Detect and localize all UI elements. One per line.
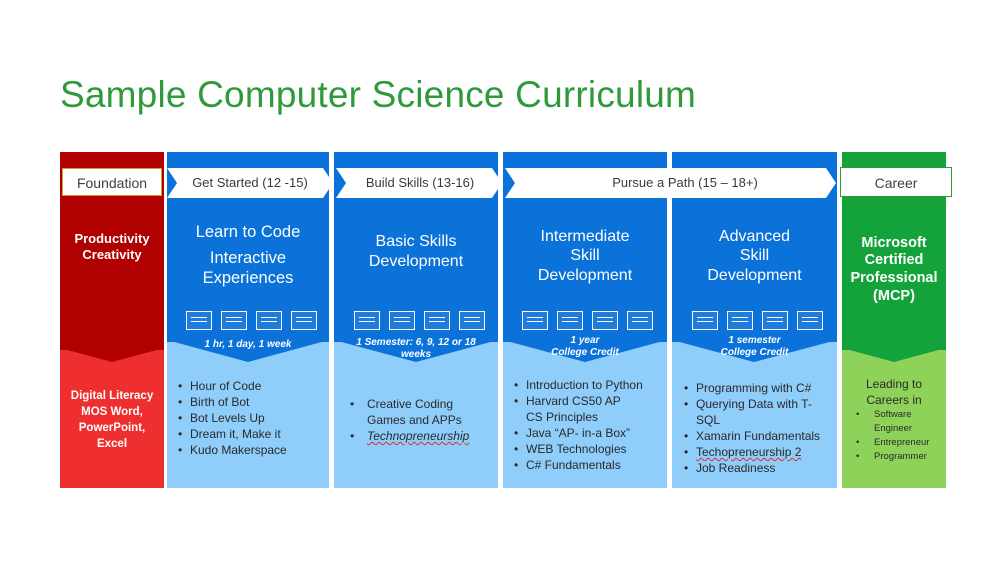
foundation-stage-label: Foundation	[62, 168, 162, 196]
list-item: Java “AP- in-a Box”	[514, 425, 664, 441]
stage-arrow-3	[505, 168, 836, 198]
laptop-icon	[354, 311, 380, 330]
list-item: Techopreneurship 2	[684, 444, 834, 460]
foundation-details: Digital Literacy MOS Word, PowerPoint, E…	[70, 390, 154, 450]
stage-duration-3: 1 year College Credit	[551, 335, 619, 358]
certificate-icon	[762, 311, 788, 330]
list-item: Job Readiness	[684, 460, 834, 476]
list-item: Entrepreneur	[856, 436, 946, 450]
stage-label-3: Pursue a Path (15 – 18+)	[612, 175, 758, 190]
list-item: Hour of Code	[178, 378, 326, 394]
stage-head-4: Advanced Skill Development	[707, 227, 802, 284]
stage-items-3: Introduction to Python Harvard CS50 AP C…	[514, 377, 664, 473]
stage-arrow-1	[167, 168, 333, 198]
career-items: Software Engineer Entrepreneur Programme…	[856, 408, 946, 464]
list-item: WEB Technologies	[514, 441, 664, 457]
list-item: Software	[856, 408, 946, 422]
stage-icons-4	[692, 311, 823, 330]
list-item: Querying Data with T-	[684, 396, 834, 412]
stage-label-1: Get Started (12 -15)	[192, 175, 308, 190]
stage-head-1: Learn to Code Interactive Experiences	[195, 222, 301, 288]
stage-icons-2	[354, 311, 485, 330]
checklist-icon	[797, 311, 823, 330]
list-item: Technopreneurship	[350, 428, 495, 444]
list-item: C# Fundamentals	[514, 457, 664, 473]
stage-duration-4: 1 semester College Credit	[720, 335, 789, 358]
stage-items-1: Hour of Code Birth of Bot Bot Levels Up …	[178, 378, 326, 458]
stage-items-2: Creative Coding Games and APPs Technopre…	[350, 396, 495, 444]
stage-duration-1: 1 hr, 1 day, 1 week	[204, 339, 292, 350]
list-item-continuation: CS Principles	[526, 410, 599, 424]
list-item: Birth of Bot	[178, 394, 326, 410]
list-item: Dream it, Make it	[178, 426, 326, 442]
foundation-bottom-block	[60, 350, 164, 488]
list-item: Harvard CS50 AP	[514, 393, 664, 409]
list-item: Creative Coding	[350, 396, 495, 412]
briefcase-icon	[727, 311, 753, 330]
stage-items-4: Programming with C# Querying Data with T…	[684, 380, 834, 476]
laptop-icon	[186, 311, 212, 330]
list-item-continuation: Engineer	[874, 423, 913, 434]
list-item: Programming with C#	[684, 380, 834, 396]
foundation-chevron-over	[60, 348, 164, 362]
foundation-head: Productivity Creativity	[74, 231, 150, 262]
laptop-icon	[522, 311, 548, 330]
stage-label-2: Build Skills (13-16)	[365, 175, 475, 190]
laptop-icon	[692, 311, 718, 330]
checklist-icon	[459, 311, 485, 330]
list-item: Introduction to Python	[514, 377, 664, 393]
stage-arrow-2	[336, 168, 502, 198]
career-stage-label: Career	[840, 167, 952, 197]
checklist-icon	[627, 311, 653, 330]
briefcase-icon	[389, 311, 415, 330]
stage-head-3: Intermediate Skill Development	[537, 227, 633, 284]
checklist-icon	[291, 311, 317, 330]
stage-icons-3	[522, 311, 653, 330]
briefcase-icon	[557, 311, 583, 330]
list-item: Programmer	[856, 450, 946, 464]
career-head: Microsoft Certified Professional (MCP)	[850, 234, 938, 304]
list-item: Xamarin Fundamentals	[684, 428, 834, 444]
stage-duration-2: 1 Semester: 6, 9, 12 or 18 weeks	[356, 337, 476, 360]
stage-head-2: Basic Skills Development	[368, 233, 464, 270]
list-item-continuation: SQL	[696, 413, 721, 427]
certificate-icon	[424, 311, 450, 330]
page-title: Sample Computer Science Curriculum	[60, 74, 697, 115]
career-chevron	[842, 348, 946, 362]
stage-icons-1	[186, 311, 317, 330]
list-item-continuation: Games and APPs	[367, 413, 462, 427]
certificate-icon	[592, 311, 618, 330]
certificate-icon	[256, 311, 282, 330]
list-item: Kudo Makerspace	[178, 442, 326, 458]
briefcase-icon	[221, 311, 247, 330]
career-intro: Leading to Careers in	[865, 377, 923, 407]
list-item: Bot Levels Up	[178, 410, 326, 426]
